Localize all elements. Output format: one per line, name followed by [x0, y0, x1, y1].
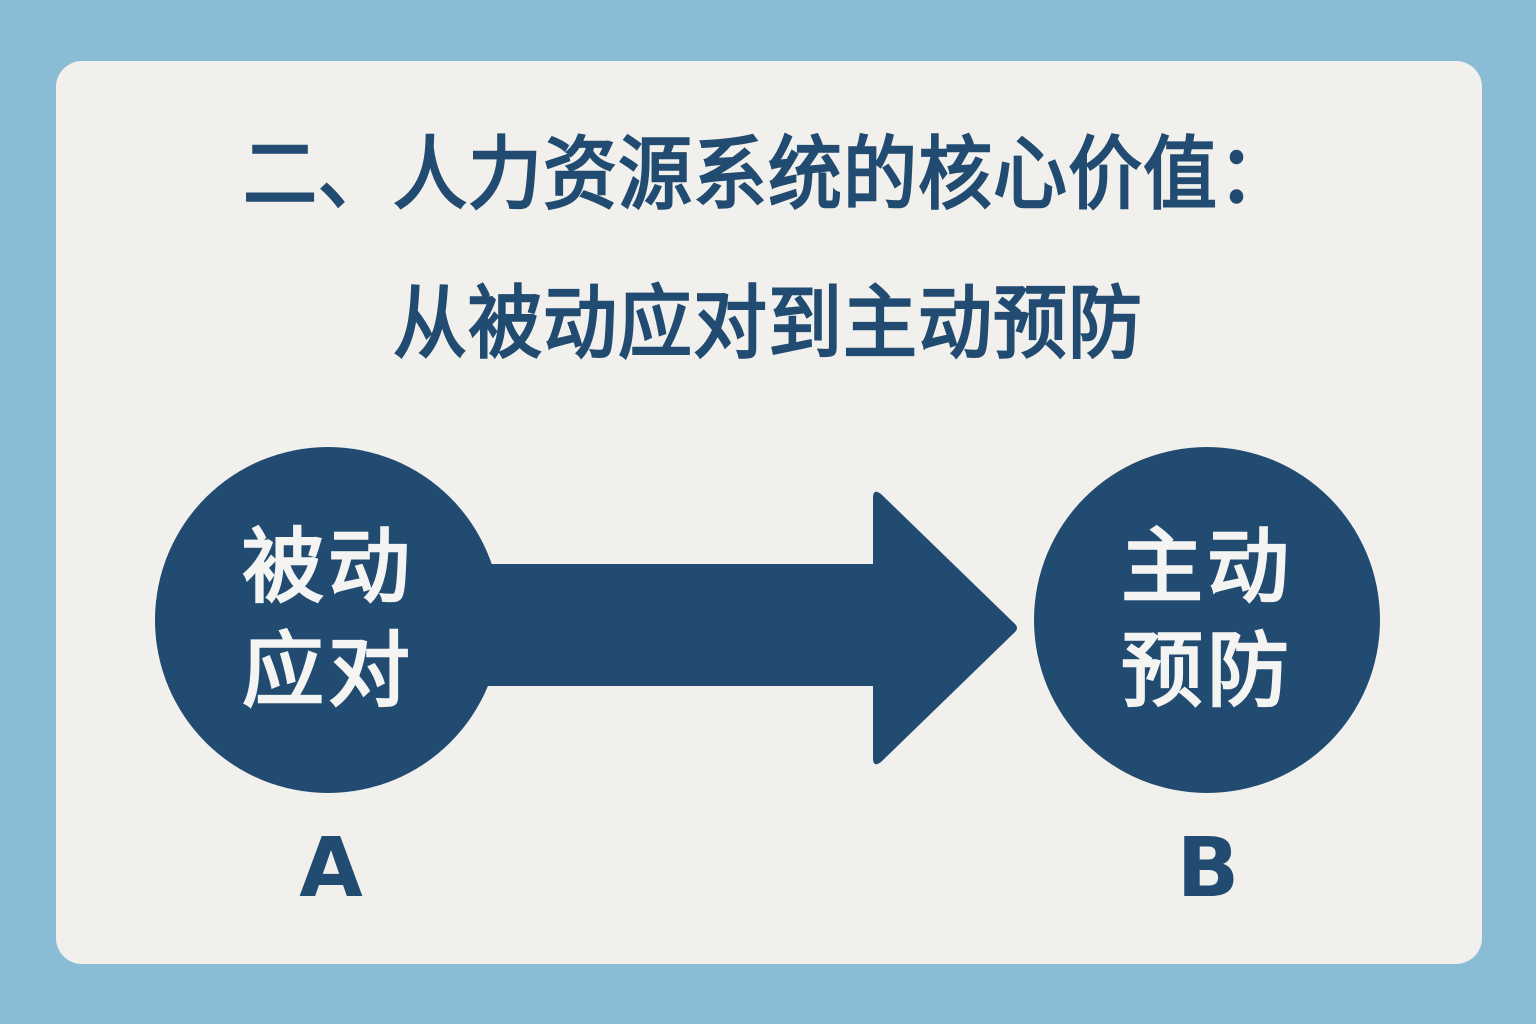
node-label-a: A	[299, 821, 363, 916]
node-proactive: 主动 预防	[1034, 447, 1380, 793]
node-proactive-line-1: 主动	[1120, 520, 1293, 615]
node-reactive-line-2: 应对	[241, 624, 414, 719]
title-line-2: 从被动应对到主动预防	[393, 277, 1143, 371]
right-arrow-icon	[470, 491, 1017, 765]
node-proactive-line-2: 预防	[1120, 624, 1293, 719]
title-line-1: 二、人力资源系统的核心价值：	[243, 128, 1293, 222]
node-label-b: B	[1176, 821, 1240, 916]
node-reactive: 被动 应对	[155, 447, 501, 793]
node-reactive-line-1: 被动	[241, 520, 414, 615]
